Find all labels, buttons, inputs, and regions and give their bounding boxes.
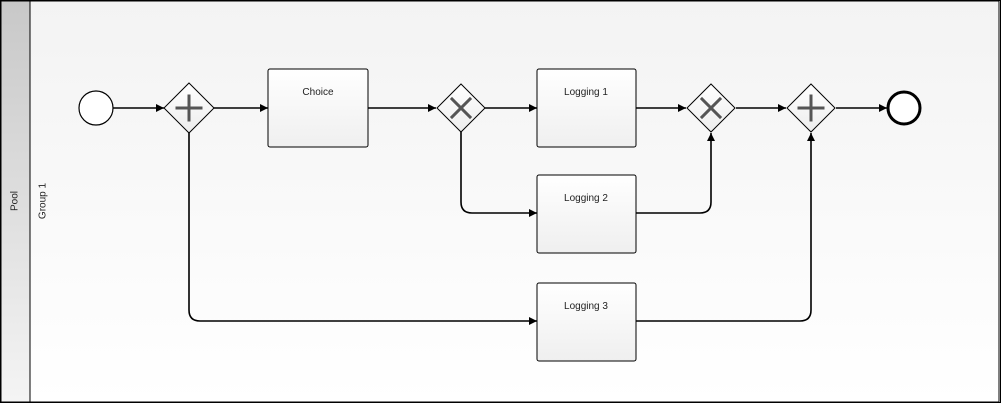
lane-label: Group 1 <box>38 182 49 219</box>
parallel-gateway-join[interactable] <box>786 83 836 133</box>
plus-icon <box>175 94 203 122</box>
parallel-gateway-fork[interactable] <box>163 82 215 134</box>
task-logging-3[interactable]: Logging 3 <box>536 282 637 362</box>
task-choice-label: Choice <box>302 87 334 98</box>
exclusive-gateway-merge[interactable] <box>686 83 736 133</box>
pool-label: Pool <box>10 191 21 211</box>
plus-icon <box>797 94 825 122</box>
exclusive-gateway-split[interactable] <box>436 83 486 133</box>
pool-header[interactable]: Pool <box>0 0 31 403</box>
lane-group-1[interactable]: Group 1 <box>29 0 1000 403</box>
task-logging-2-label: Logging 2 <box>564 193 608 204</box>
task-logging-1-label: Logging 1 <box>564 87 608 98</box>
start-event[interactable] <box>78 90 114 126</box>
end-event[interactable] <box>886 90 922 126</box>
task-logging-1[interactable]: Logging 1 <box>536 68 637 148</box>
flow-fork-to-logging-3[interactable] <box>188 132 537 325</box>
sequence-flows <box>113 104 887 325</box>
flow-logging-2-to-merge[interactable] <box>636 133 715 214</box>
cross-icon <box>699 96 723 120</box>
task-logging-3-label: Logging 3 <box>564 301 608 312</box>
flow-split-to-logging-2[interactable] <box>460 132 537 217</box>
task-logging-2[interactable]: Logging 2 <box>536 174 637 254</box>
flow-logging-3-to-join[interactable] <box>636 133 815 322</box>
cross-icon <box>449 96 473 120</box>
task-choice[interactable]: Choice <box>267 68 369 148</box>
